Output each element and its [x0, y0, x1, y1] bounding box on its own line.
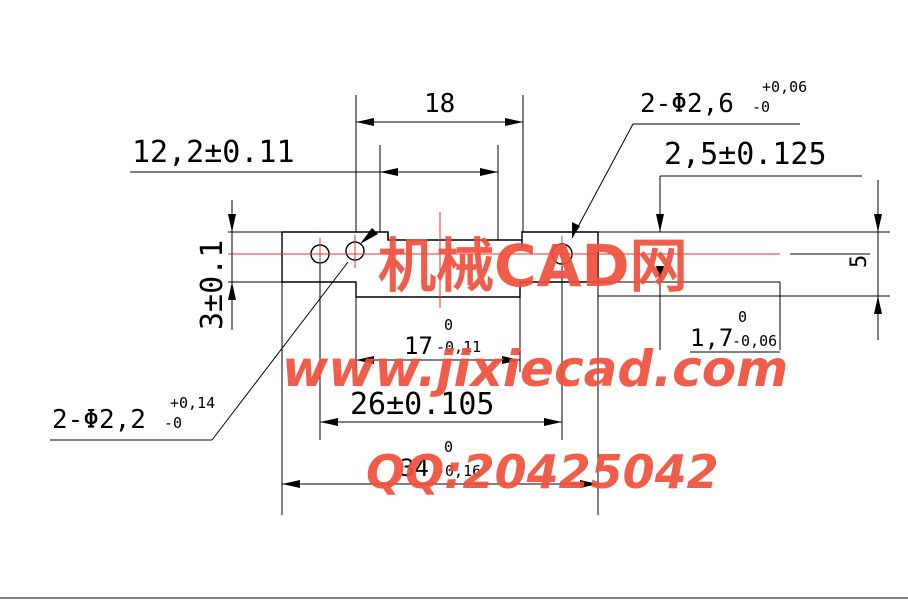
dim-17-lower: -0,11 [436, 338, 481, 356]
watermark-url: www.jixiecad.com [282, 340, 788, 398]
dim-hole-22-lower: -0 [164, 414, 182, 432]
dim-17: 17 [404, 332, 433, 360]
dim-1-7-lower: -0,06 [732, 332, 777, 350]
watermark-title: 机械CAD网 [378, 232, 688, 300]
arrowheads [228, 118, 882, 488]
dim-17-upper: 0 [444, 316, 453, 334]
dim-hole-22-upper: +0,14 [170, 394, 215, 412]
dim-hole-26-upper: +0,06 [762, 78, 807, 96]
dim-hole-22: 2-Φ2,2 [52, 405, 146, 435]
dim-34-upper: 0 [444, 438, 453, 456]
dim-34: 34 [400, 454, 429, 482]
dim-18: 18 [424, 89, 455, 119]
dim-hole-26: 2-Φ2,6 [640, 89, 734, 119]
watermark: 机械CAD网 www.jixiecad.com QQ:20425042 [282, 232, 788, 499]
watermark-qq: QQ:20425042 [366, 445, 719, 499]
dim-1-7: 1,7 [690, 324, 733, 352]
dimension-texts: 18 12,2±0.11 2-Φ2,6 +0,06 -0 2,5±0.125 3… [52, 78, 872, 482]
dimension-lines [0, 95, 908, 599]
dim-1-7-upper: 0 [738, 308, 747, 326]
dim-5: 5 [847, 255, 872, 268]
dim-26: 26±0.105 [350, 387, 495, 422]
dim-34-lower: -0,16 [436, 462, 481, 480]
part-outline [281, 231, 599, 298]
dim-12-2: 12,2±0.11 [132, 135, 295, 170]
dim-hole-26-lower: -0 [752, 98, 770, 116]
dim-2-5: 2,5±0.125 [664, 137, 827, 172]
dim-3: 3±0.1 [195, 240, 230, 330]
